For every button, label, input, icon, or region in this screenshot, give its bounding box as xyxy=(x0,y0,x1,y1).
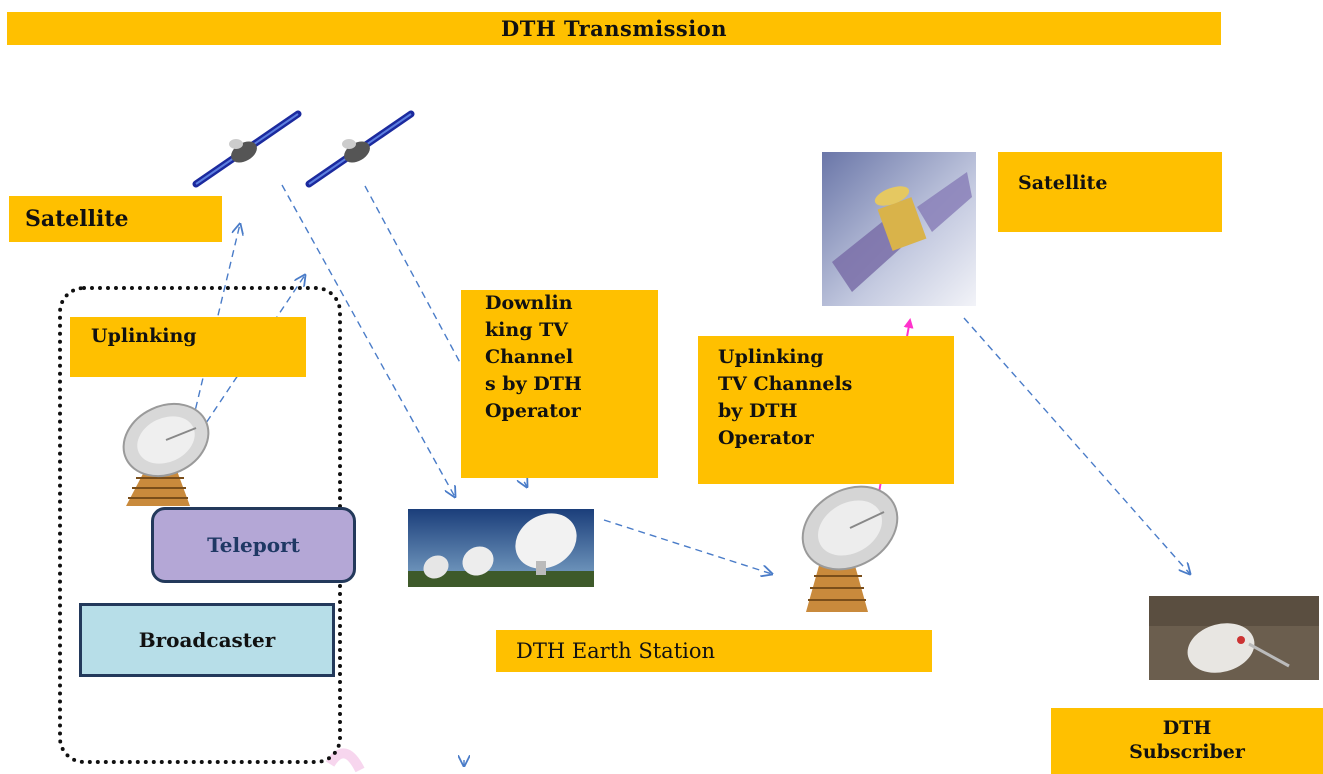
home-dish-icon xyxy=(1149,596,1319,680)
downlinking-line: Downlin xyxy=(485,292,573,314)
earth-to-dish-arrow xyxy=(603,519,772,574)
earth-station-dishes-icon xyxy=(408,509,594,587)
subscriber-line: DTH xyxy=(1162,717,1212,739)
satellite-icon xyxy=(192,110,302,188)
uplinking-operator-line: by DTH xyxy=(718,400,798,422)
decorative-stroke xyxy=(325,748,365,773)
teleport-box: Teleport xyxy=(151,507,356,583)
page-title: DTH Transmission xyxy=(7,12,1221,45)
subscriber-label: DTH Subscriber xyxy=(1051,708,1323,774)
downlinking-line: king TV xyxy=(485,319,568,341)
satellite-label-left: Satellite xyxy=(9,196,222,242)
satellite-to-subscriber-arrow xyxy=(963,317,1190,574)
broadcaster-box: Broadcaster xyxy=(79,603,335,677)
uplinking-operator-line: Uplinking xyxy=(718,346,824,368)
downlinking-label: Downlin king TV Channel s by DTH Operato… xyxy=(461,290,658,478)
downlinking-line: s by DTH xyxy=(485,373,582,395)
satellite-dish-icon xyxy=(122,403,210,506)
downlink-arrow-2 xyxy=(364,185,527,487)
satellite-icon xyxy=(305,110,415,188)
uplinking-operator-label: Uplinking TV Channels by DTH Operator xyxy=(698,336,954,484)
satellite-icon xyxy=(822,152,976,306)
downlinking-line: Operator xyxy=(485,400,581,422)
uplinking-operator-line: Operator xyxy=(718,427,814,449)
downlinking-line: Channel xyxy=(485,346,574,368)
uplink-arrow-2 xyxy=(199,275,305,433)
satellite-dish-icon xyxy=(801,485,899,612)
uplinking-operator-line: TV Channels xyxy=(718,373,853,395)
satellite-label-right: Satellite xyxy=(998,152,1222,232)
subscriber-line: Subscriber xyxy=(1129,741,1245,763)
uplinking-label: Uplinking xyxy=(70,317,306,377)
earth-station-label: DTH Earth Station xyxy=(496,630,932,672)
